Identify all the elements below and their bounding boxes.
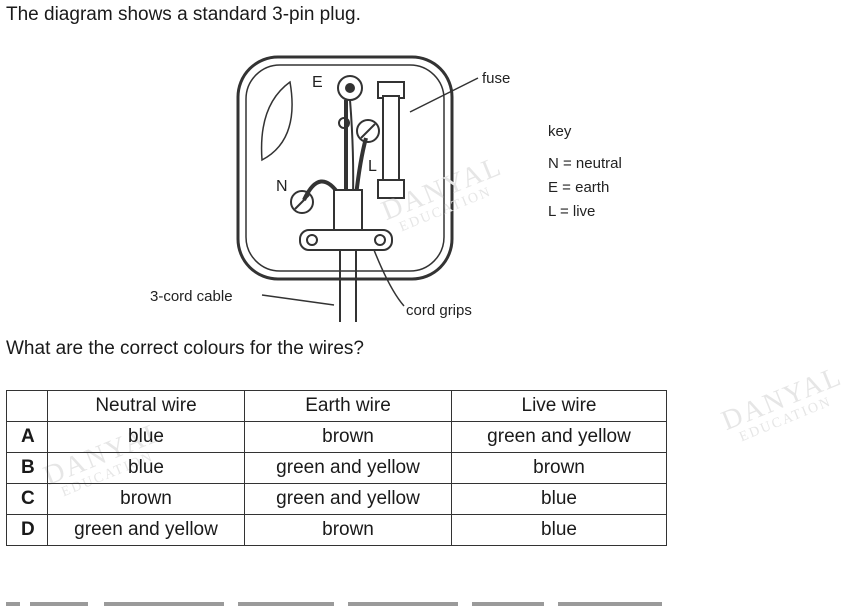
key-live: L = live (548, 203, 595, 220)
earth-cell: brown (244, 421, 452, 453)
option-label: A (6, 421, 48, 453)
neutral-cell: blue (47, 452, 245, 484)
header-earth: Earth wire (244, 390, 452, 422)
key-title: key (548, 123, 572, 140)
label-fuse: fuse (482, 70, 510, 87)
cord-grip-bar (299, 229, 393, 251)
plug-diagram: E N L fuse 3-cord cable cord grips key N… (150, 55, 622, 322)
live-cell: blue (451, 483, 667, 515)
answer-table: Neutral wire Earth wire Live wire A blue… (6, 390, 667, 546)
earth-cell: brown (244, 514, 452, 546)
label-e: E (312, 74, 323, 91)
earth-cell: green and yellow (244, 452, 452, 484)
fuse-symbol (377, 81, 405, 199)
table-row: A blue brown green and yellow (6, 421, 667, 453)
neutral-cell: blue (47, 421, 245, 453)
earth-cell: green and yellow (244, 483, 452, 515)
label-cord-grips: cord grips (406, 302, 472, 319)
table-row: C brown green and yellow blue (6, 483, 667, 515)
live-cell: green and yellow (451, 421, 667, 453)
key-block: key N = neutral E = earth L = live (548, 123, 622, 220)
cut-off-text-line (6, 602, 666, 613)
option-label: D (6, 514, 48, 546)
question-text: What are the correct colours for the wir… (6, 338, 364, 359)
question-intro: The diagram shows a standard 3-pin plug. (6, 4, 361, 25)
option-label: C (6, 483, 48, 515)
neutral-cell: brown (47, 483, 245, 515)
plug-wires (302, 99, 368, 201)
live-cell: brown (451, 452, 667, 484)
plug-casing (236, 55, 454, 281)
watermark-right: DANYAL EDUCATION (717, 360, 847, 446)
neutral-terminal (290, 190, 314, 214)
key-neutral: N = neutral (548, 155, 622, 172)
live-terminal (356, 119, 380, 143)
label-l: L (368, 158, 377, 175)
header-neutral: Neutral wire (47, 390, 245, 422)
label-n: N (276, 178, 288, 195)
table-row: D green and yellow brown blue (6, 514, 667, 546)
plug-inner-rim (245, 64, 445, 272)
live-cell: blue (451, 514, 667, 546)
key-earth: E = earth (548, 179, 609, 196)
table-header-row: Neutral wire Earth wire Live wire (6, 390, 667, 422)
header-live: Live wire (451, 390, 667, 422)
option-label: B (6, 452, 48, 484)
neutral-cell: green and yellow (47, 514, 245, 546)
header-corner (6, 390, 48, 422)
label-cable: 3-cord cable (150, 288, 233, 305)
table-row: B blue green and yellow brown (6, 452, 667, 484)
